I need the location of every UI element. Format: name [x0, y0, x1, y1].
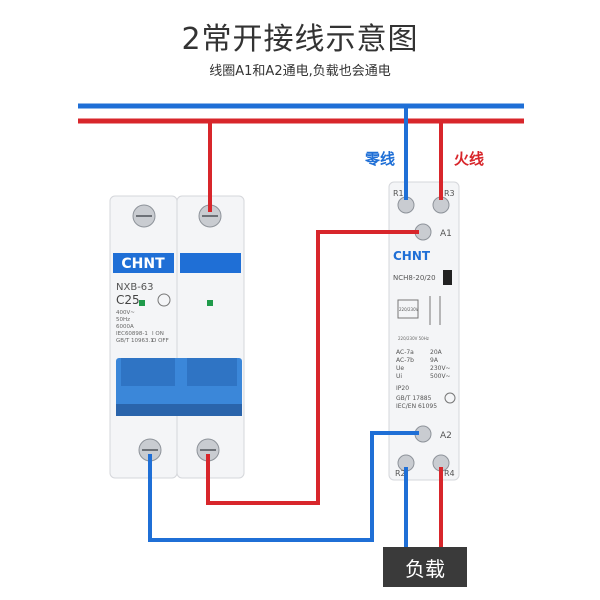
rating-k-1: AC-7a	[396, 349, 414, 356]
rating-v-4: 500V~	[430, 373, 451, 380]
breaker-switch-off: O OFF	[152, 338, 169, 344]
terminal-a1-label: A1	[440, 229, 452, 239]
breaker-std-1: IEC60898-1	[116, 331, 148, 337]
breaker-spec-1: 400V~	[116, 310, 135, 316]
live-label: 火线	[454, 150, 485, 168]
load-label: 负载	[405, 556, 445, 581]
coil-freq: 220/230V 50Hz	[398, 336, 429, 341]
contactor: R1 R3 A1 CHNT NCH8-20/20 220/230V 220/23…	[388, 181, 460, 481]
circuit-breaker: CHNT NXB-63 C25 400V~ 50Hz 6000A IEC6089…	[109, 195, 245, 479]
contactor-std-1: GB/T 17885	[396, 395, 432, 402]
breaker-rating: C25	[116, 293, 140, 307]
contactor-body	[388, 181, 460, 481]
terminal-a2-label: A2	[440, 431, 452, 441]
breaker-to-a2-wire	[148, 431, 419, 542]
rating-v-2: 9A	[430, 357, 439, 364]
rating-k-2: AC-7b	[396, 357, 414, 364]
indicator-left	[139, 300, 145, 306]
breaker-std-2: GB/T 10963.1	[116, 338, 154, 344]
rating-k-4: Ui	[396, 373, 402, 380]
page-title: 2常开接线示意图	[181, 22, 419, 57]
breaker-switch-on: I ON	[152, 331, 164, 337]
terminal-r2: R2	[395, 469, 406, 478]
contactor-ip: IP20	[396, 385, 409, 392]
breaker-handle[interactable]	[116, 358, 242, 416]
terminal-r1: R1	[393, 189, 404, 198]
contactor-model: NCH8-20/20	[393, 274, 436, 282]
breaker-spec-2: 50Hz	[116, 317, 130, 323]
neutral-label: 零线	[365, 150, 396, 168]
terminal-r3: R3	[444, 189, 455, 198]
indicator-right	[207, 300, 213, 306]
rating-v-1: 20A	[430, 349, 443, 356]
contactor-cert-icon	[444, 392, 456, 404]
contactor-brand: CHNT	[393, 249, 431, 263]
cert-mark-icon	[157, 293, 171, 307]
load-box: 负载	[383, 547, 467, 587]
breaker-brand: CHNT	[121, 256, 165, 272]
coil-label: 220/230V	[399, 307, 419, 312]
rating-v-3: 230V~	[430, 365, 451, 372]
rating-k-3: Ue	[396, 365, 404, 372]
breaker-body-left	[109, 195, 178, 479]
breaker-spec-3: 6000A	[116, 324, 134, 330]
breaker-body-right	[176, 195, 245, 479]
breaker-model: NXB-63	[116, 282, 154, 293]
contactor-std-2: IEC/EN 61095	[396, 403, 437, 410]
breaker-to-a1-wire	[206, 230, 419, 505]
terminal-r4: R4	[444, 469, 455, 478]
page-subtitle: 线圈A1和A2通电,负载也会通电	[209, 64, 391, 79]
